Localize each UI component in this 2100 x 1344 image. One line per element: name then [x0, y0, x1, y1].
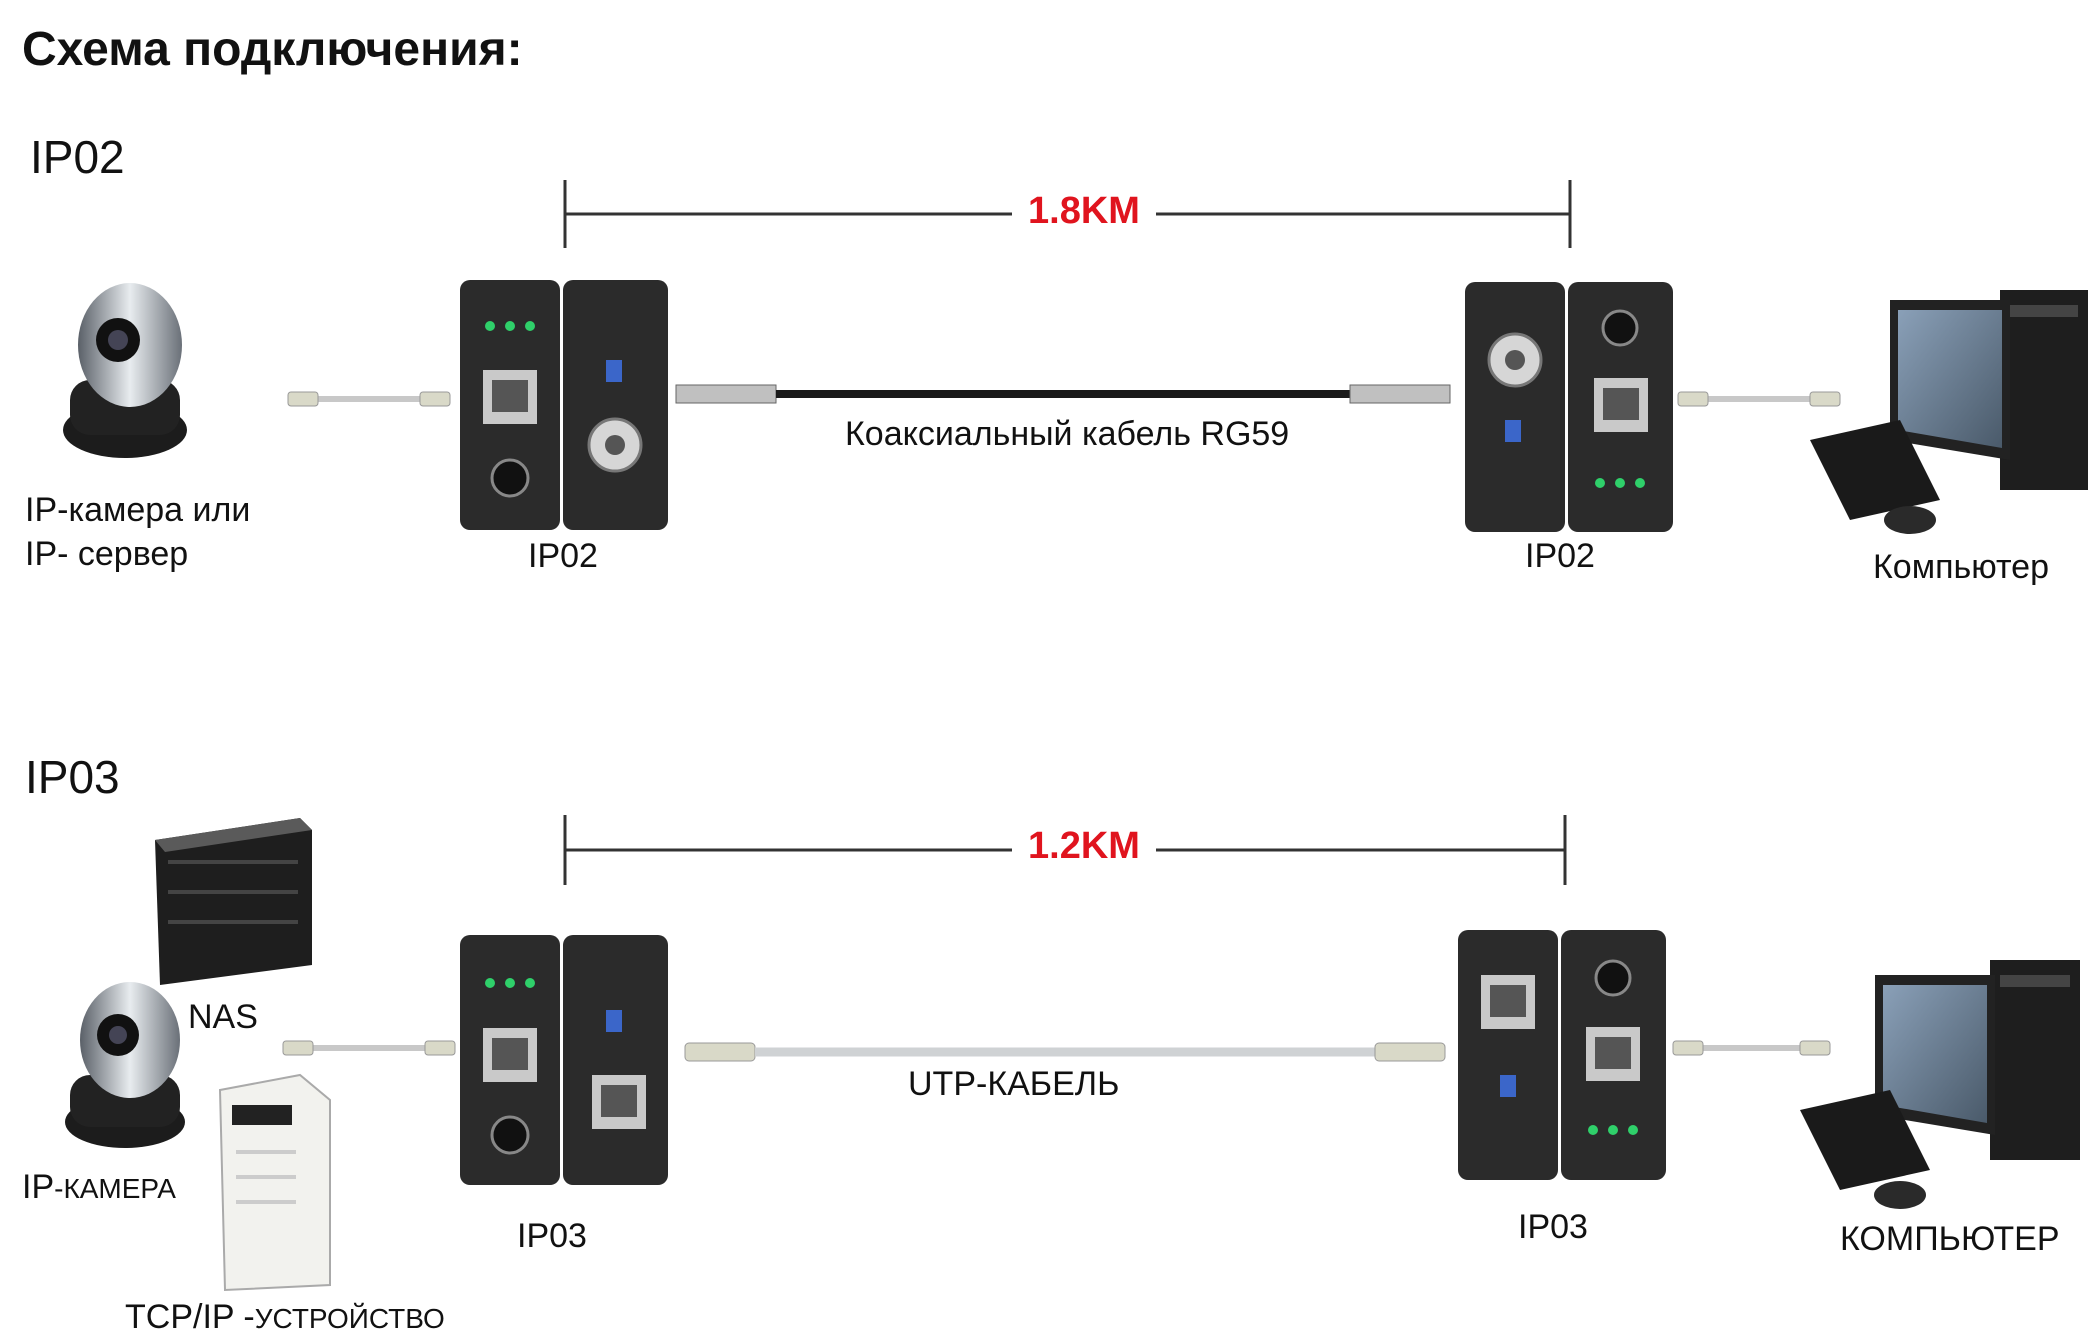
ip-camera-label-line-1: IP-камера или — [25, 491, 251, 529]
section-label-ip03: IP03 — [25, 751, 120, 803]
computer-icon — [1800, 960, 2080, 1209]
tcp-ip-prefix: TCP/IP - — [125, 1298, 255, 1336]
patch-cable-icon — [287, 391, 451, 407]
utp-cable-icon — [684, 1042, 1446, 1062]
ip-camera-label: IP-камера или IP- сервер — [25, 488, 250, 576]
coax-cable-icon — [675, 384, 1451, 404]
computer-label-2: КОМПЬЮТЕР — [1840, 1220, 2060, 1258]
tcp-ip-device-icon — [218, 1073, 331, 1292]
nas-label: NAS — [188, 998, 258, 1036]
ip02-left-label: IP02 — [528, 537, 598, 575]
distance-label-1: 1.8KM — [1012, 190, 1156, 233]
computer-icon — [1810, 290, 2088, 534]
ip-camera-icon — [65, 982, 185, 1148]
distance-label-2: 1.2KM — [1012, 825, 1156, 868]
ip03-receiver-icon — [1458, 930, 1666, 1180]
ip-camera-icon — [63, 283, 187, 458]
patch-cable-icon — [1672, 1040, 1831, 1056]
patch-cable-icon — [282, 1040, 456, 1056]
coax-cable-label: Коаксиальный кабель RG59 — [845, 415, 1290, 453]
ip-camera-label-2: IP-КАМЕРА — [22, 1165, 176, 1211]
page-title: Схема подключения: — [22, 23, 523, 76]
ip03-right-label: IP03 — [1518, 1208, 1588, 1246]
ip03-left-label: IP03 — [517, 1217, 587, 1255]
patch-cable-icon — [1677, 391, 1841, 407]
ip-camera-label-line-2: IP- сервер — [25, 535, 189, 573]
ip-camera-suffix: -КАМЕРА — [54, 1173, 176, 1204]
utp-cable-label: UTP-КАБЕЛЬ — [908, 1065, 1120, 1103]
section-label-ip02: IP02 — [30, 131, 125, 183]
tcp-ip-device-label: TCP/IP -УСТРОЙСТВО — [125, 1295, 445, 1341]
nas-icon — [155, 818, 312, 985]
computer-label: Компьютер — [1873, 548, 2049, 586]
ip02-transmitter-icon — [460, 280, 668, 530]
ip03-transmitter-icon — [460, 935, 668, 1185]
ip02-receiver-icon — [1465, 282, 1673, 532]
tcp-ip-suffix: УСТРОЙСТВО — [254, 1303, 445, 1334]
ip-camera-prefix: IP — [22, 1168, 55, 1206]
ip02-right-label: IP02 — [1525, 537, 1595, 575]
